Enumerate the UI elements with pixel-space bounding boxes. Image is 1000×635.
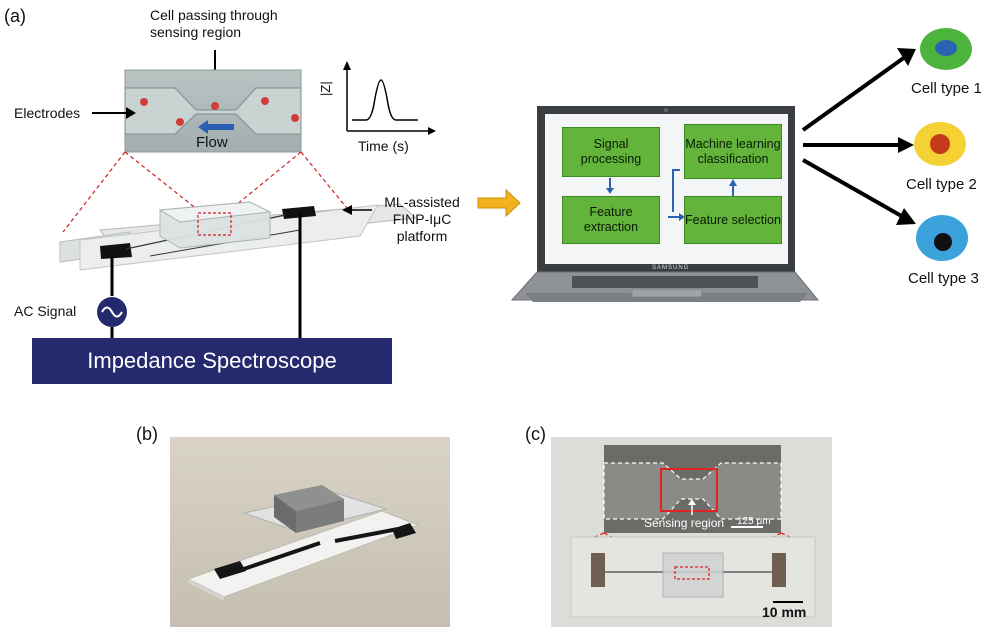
ac-signal-label: AC Signal	[14, 303, 77, 319]
cell-type-2-label: Cell type 2	[906, 176, 977, 193]
z-axis-label: |Z|	[318, 81, 333, 96]
chip-photo	[551, 437, 832, 627]
scale-10mm-label: 10 mm	[762, 604, 807, 620]
chip-render	[170, 437, 450, 627]
panel-c-label: (c)	[525, 424, 546, 444]
cell-type-1-label: Cell type 1	[911, 80, 982, 97]
step-signal-processing: Signal processing	[562, 127, 660, 177]
electrodes-label: Electrodes	[14, 105, 81, 121]
step-ml-classification: Machine learning classification	[684, 124, 782, 179]
step-feature-extraction: Feature extraction	[562, 196, 660, 244]
platform-label: ML-assisted FINP-IμC platform	[384, 194, 460, 244]
impedance-spectroscope: Impedance Spectroscope	[32, 338, 392, 384]
panel-b-label: (b)	[136, 424, 158, 444]
cell-type-3-label: Cell type 3	[908, 270, 979, 287]
cell-dot	[140, 98, 148, 106]
cell-passing-label: Cell passing through sensing region	[150, 7, 278, 40]
spectroscope-label: Impedance Spectroscope	[87, 348, 337, 373]
step-feature-selection: Feature selection	[684, 196, 782, 244]
panel-a-label: (a)	[4, 6, 26, 26]
scale-125-label: 125 μm	[737, 516, 771, 527]
time-axis-label: Time (s)	[358, 138, 409, 154]
flow-label: Flow	[196, 134, 228, 151]
laptop-brand: SAMSUNG	[652, 265, 690, 271]
sensing-region-label: Sensing region	[644, 516, 725, 530]
